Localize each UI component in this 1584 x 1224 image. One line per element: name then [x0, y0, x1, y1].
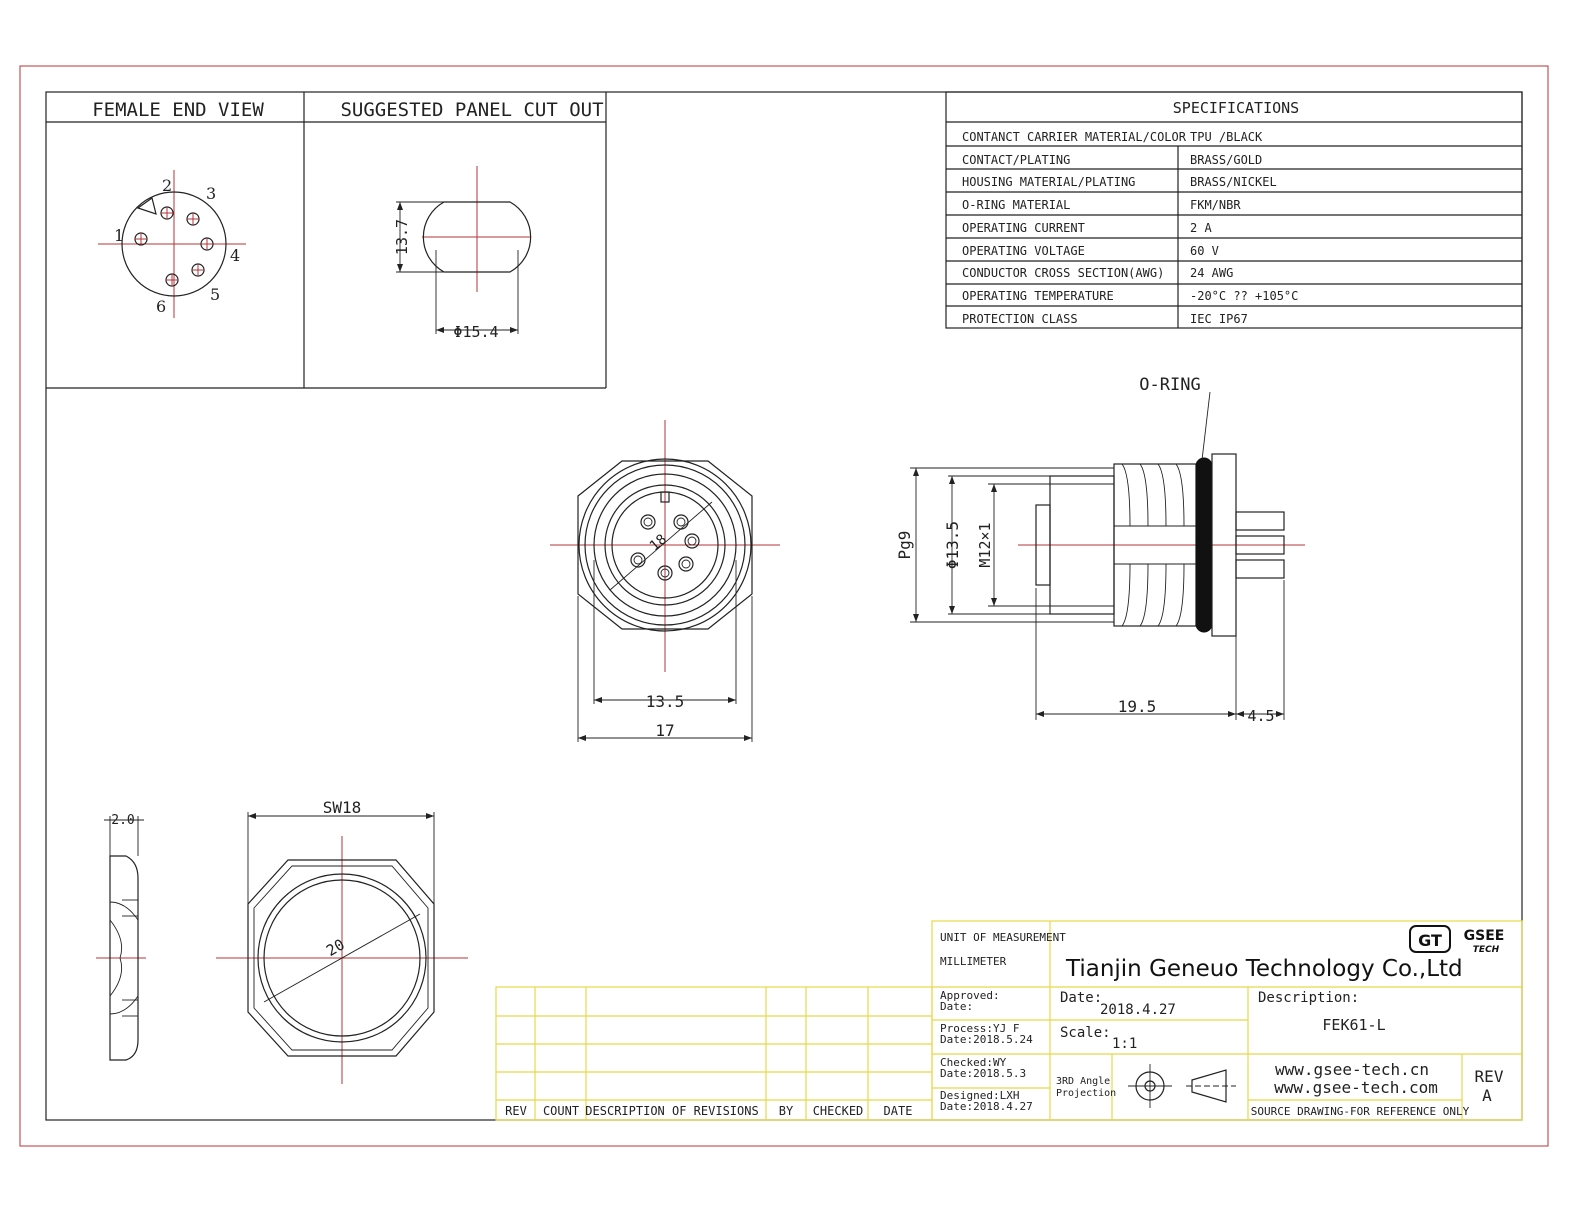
spec-value: 60 V	[1190, 244, 1219, 258]
spec-value: FKM/NBR	[1190, 198, 1241, 212]
oring-label: O-RING	[1139, 375, 1200, 395]
process-date: Date:2018.5.24	[940, 1033, 1033, 1046]
female-end-view-drawing	[98, 170, 246, 318]
nut-side-drawing	[96, 816, 146, 1061]
front-view-drawing	[550, 420, 780, 742]
checked-col-header: CHECKED	[813, 1104, 864, 1118]
date-value: 2018.4.27	[1100, 1002, 1176, 1018]
specifications-title: SPECIFICATIONS	[1173, 99, 1299, 117]
revision-table	[495, 986, 933, 1121]
source-note: SOURCE DRAWING-FOR REFERENCE ONLY	[1251, 1105, 1470, 1118]
pin-label-6: 6	[156, 297, 166, 316]
panel-cutout-drawing	[396, 166, 532, 334]
spec-label: HOUSING MATERIAL/PLATING	[962, 175, 1135, 189]
spec-value: IEC IP67	[1190, 312, 1248, 326]
spec-value: 24 AWG	[1190, 266, 1233, 280]
by-col-header: BY	[779, 1104, 794, 1118]
checked-label: Checked:WY	[940, 1056, 1007, 1069]
spec-value: BRASS/GOLD	[1190, 153, 1262, 167]
spec-label: CONTACT/PLATING	[962, 153, 1070, 167]
spec-label: OPERATING CURRENT	[962, 221, 1085, 235]
spec-label: PROTECTION CLASS	[962, 312, 1078, 326]
description-label: Description:	[1258, 990, 1359, 1006]
checked-date: Date:2018.5.3	[940, 1067, 1026, 1080]
pg-label: Pg9	[895, 531, 914, 560]
description-value: FEK61-L	[1322, 1016, 1385, 1034]
approved-label: Approved:	[940, 989, 1000, 1002]
nut-thickness-label: 2.0	[111, 813, 134, 828]
cutout-diameter-label: Φ15.4	[453, 323, 498, 341]
front-dim-outer: 17	[655, 721, 674, 740]
pin-label-2: 2	[162, 176, 172, 195]
panel-cutout-title: SUGGESTED PANEL CUT OUT	[340, 99, 603, 121]
process-label: Process:YJ F	[940, 1022, 1019, 1035]
cutout-height-label: 13.7	[393, 219, 411, 255]
count-col-header: COUNT	[543, 1104, 579, 1118]
approved-date-label: Date:	[940, 1000, 973, 1013]
gsee-logo-icon: GT GSEE TECH	[1409, 925, 1505, 955]
view-boxes	[46, 92, 607, 389]
pin-label-4: 4	[230, 246, 240, 265]
side-length-label: 19.5	[1118, 697, 1157, 716]
spec-label: CONTANCT CARRIER MATERIAL/COLOR	[962, 130, 1187, 144]
specifications-table	[945, 91, 1523, 329]
designed-date: Date:2018.4.27	[940, 1100, 1033, 1113]
logo-gt-text: GT	[1418, 931, 1442, 950]
spec-value: BRASS/NICKEL	[1190, 175, 1277, 189]
pin-label-5: 5	[210, 285, 220, 304]
outer-border	[19, 65, 1549, 1147]
spec-value: TPU /BLACK	[1190, 130, 1263, 144]
unit-label: UNIT OF MEASUREMENT	[940, 931, 1066, 944]
rev-label: REV	[1475, 1067, 1504, 1086]
rev-col-header: REV	[505, 1104, 527, 1118]
logo-tech-text: TECH	[1473, 945, 1500, 955]
pin-label-1: 1	[114, 226, 124, 245]
spec-label: OPERATING VOLTAGE	[962, 244, 1085, 258]
logo-gsee-text: GSEE	[1464, 928, 1505, 944]
side-view-drawing	[910, 391, 1305, 720]
website-com: www.gsee-tech.com	[1274, 1078, 1438, 1097]
date-label: Date:	[1060, 990, 1102, 1006]
thread-label: M12×1	[976, 522, 994, 567]
rev-value: A	[1482, 1086, 1492, 1105]
spec-label: O-RING MATERIAL	[962, 198, 1070, 212]
title-block	[931, 920, 1523, 1121]
date-col-header: DATE	[884, 1104, 913, 1118]
third-angle-projection-icon	[1128, 1064, 1236, 1108]
designed-label: Designed:LXH	[940, 1089, 1019, 1102]
spec-value: -20°C ?? +105°C	[1190, 289, 1298, 303]
projection-line2: Projection	[1056, 1088, 1116, 1099]
nut-sw-label: SW18	[323, 798, 362, 817]
side-dia-label: Φ13.5	[943, 521, 962, 569]
spec-label: OPERATING TEMPERATURE	[962, 289, 1114, 303]
flange-label: 4.5	[1247, 707, 1274, 725]
website-cn: www.gsee-tech.cn	[1275, 1060, 1429, 1079]
description-col-header: DESCRIPTION OF REVISIONS	[585, 1104, 758, 1118]
nut-front-drawing	[216, 812, 468, 1084]
pin-label-3: 3	[206, 184, 216, 203]
scale-value: 1:1	[1112, 1036, 1137, 1052]
unit-value: MILLIMETER	[940, 955, 1007, 968]
front-inner-label: 18	[647, 531, 670, 554]
projection-line1: 3RD Angle	[1056, 1076, 1110, 1087]
company-name: Tianjin Geneuo Technology Co.,Ltd	[1065, 956, 1463, 982]
spec-label: CONDUCTOR CROSS SECTION(AWG)	[962, 266, 1164, 280]
scale-label: Scale:	[1060, 1025, 1111, 1041]
female-end-view-title: FEMALE END VIEW	[92, 99, 264, 121]
front-dim-inner: 13.5	[646, 692, 685, 711]
spec-value: 2 A	[1190, 221, 1212, 235]
